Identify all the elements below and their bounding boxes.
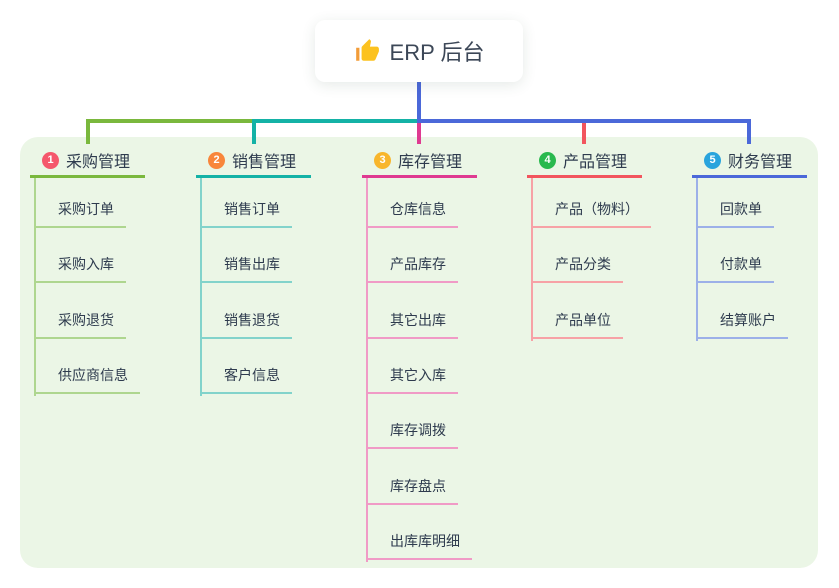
child-item-label: 结算账户 bbox=[720, 312, 776, 328]
branch-number-badge: 4 bbox=[539, 151, 556, 169]
child-connector-line bbox=[531, 178, 533, 341]
child-item-label: 销售订单 bbox=[224, 201, 280, 217]
child-item[interactable]: 采购入库 bbox=[34, 255, 126, 283]
child-item[interactable]: 出库库明细 bbox=[366, 532, 472, 560]
child-item-label: 付款单 bbox=[720, 256, 762, 272]
root-node[interactable]: ERP 后台 bbox=[315, 20, 523, 82]
child-item[interactable]: 库存盘点 bbox=[366, 477, 458, 505]
child-item-label: 产品分类 bbox=[555, 256, 611, 272]
branch-number-badge: 5 bbox=[704, 151, 721, 169]
child-item[interactable]: 产品分类 bbox=[531, 255, 623, 283]
branch-number-badge: 1 bbox=[42, 151, 59, 169]
branch-title[interactable]: 1 采购管理 bbox=[30, 145, 145, 178]
branch-number-badge: 2 bbox=[208, 151, 225, 169]
child-item-label: 产品库存 bbox=[390, 256, 446, 272]
connector-bus-segment bbox=[417, 119, 751, 123]
branch-title-label: 采购管理 bbox=[66, 154, 131, 171]
child-item-label: 出库库明细 bbox=[390, 533, 460, 549]
branch-drop-line bbox=[417, 123, 421, 144]
root-connector-line bbox=[417, 82, 421, 123]
child-item[interactable]: 产品单位 bbox=[531, 311, 623, 339]
child-item-label: 销售出库 bbox=[224, 256, 280, 272]
child-item[interactable]: 销售出库 bbox=[200, 255, 292, 283]
child-connector-line bbox=[200, 178, 202, 396]
branch-number-badge: 3 bbox=[374, 151, 391, 169]
child-item[interactable]: 库存调拨 bbox=[366, 421, 458, 449]
child-item[interactable]: 供应商信息 bbox=[34, 366, 140, 394]
branch-drop-line bbox=[747, 119, 751, 144]
child-item-label: 产品（物料） bbox=[555, 201, 639, 217]
mindmap-canvas bbox=[20, 137, 818, 568]
child-item[interactable]: 产品库存 bbox=[366, 255, 458, 283]
child-item-label: 销售退货 bbox=[224, 312, 280, 328]
branch-title[interactable]: 5 财务管理 bbox=[692, 145, 807, 178]
child-item-label: 采购入库 bbox=[58, 256, 114, 272]
child-item[interactable]: 其它出库 bbox=[366, 311, 458, 339]
child-item-label: 采购退货 bbox=[58, 312, 114, 328]
branch-title-label: 销售管理 bbox=[232, 154, 297, 171]
branch-drop-line bbox=[582, 123, 586, 144]
branch-title-label: 产品管理 bbox=[563, 154, 628, 171]
child-item[interactable]: 客户信息 bbox=[200, 366, 292, 394]
child-item[interactable]: 采购订单 bbox=[34, 200, 126, 228]
child-item-label: 供应商信息 bbox=[58, 367, 128, 383]
root-label: ERP 后台 bbox=[389, 40, 485, 65]
branch-title[interactable]: 2 销售管理 bbox=[196, 145, 311, 178]
child-item-label: 仓库信息 bbox=[390, 201, 446, 217]
branch-drop-line bbox=[86, 119, 90, 144]
branch-drop-line bbox=[252, 119, 256, 144]
child-connector-line bbox=[696, 178, 698, 341]
child-item[interactable]: 仓库信息 bbox=[366, 200, 458, 228]
connector-bus-segment bbox=[252, 119, 421, 123]
child-item-label: 产品单位 bbox=[555, 312, 611, 328]
child-item[interactable]: 采购退货 bbox=[34, 311, 126, 339]
child-connector-line bbox=[366, 178, 368, 562]
child-item-label: 其它入库 bbox=[390, 367, 446, 383]
child-item-label: 回款单 bbox=[720, 201, 762, 217]
child-item[interactable]: 销售退货 bbox=[200, 311, 292, 339]
branch-title[interactable]: 3 库存管理 bbox=[362, 145, 477, 178]
child-item[interactable]: 付款单 bbox=[696, 255, 774, 283]
child-item[interactable]: 其它入库 bbox=[366, 366, 458, 394]
child-item-label: 客户信息 bbox=[224, 367, 280, 383]
child-item[interactable]: 回款单 bbox=[696, 200, 774, 228]
thumbs-up-icon bbox=[355, 39, 379, 61]
child-item-label: 库存盘点 bbox=[390, 478, 446, 494]
child-item-label: 采购订单 bbox=[58, 201, 114, 217]
connector-bus-segment bbox=[86, 119, 256, 123]
child-connector-line bbox=[34, 178, 36, 396]
child-item-label: 库存调拨 bbox=[390, 422, 446, 438]
branch-title-label: 财务管理 bbox=[728, 154, 793, 171]
child-item[interactable]: 产品（物料） bbox=[531, 200, 651, 228]
child-item-label: 其它出库 bbox=[390, 312, 446, 328]
child-item[interactable]: 销售订单 bbox=[200, 200, 292, 228]
branch-title-label: 库存管理 bbox=[398, 154, 463, 171]
branch-title[interactable]: 4 产品管理 bbox=[527, 145, 642, 178]
child-item[interactable]: 结算账户 bbox=[696, 311, 788, 339]
